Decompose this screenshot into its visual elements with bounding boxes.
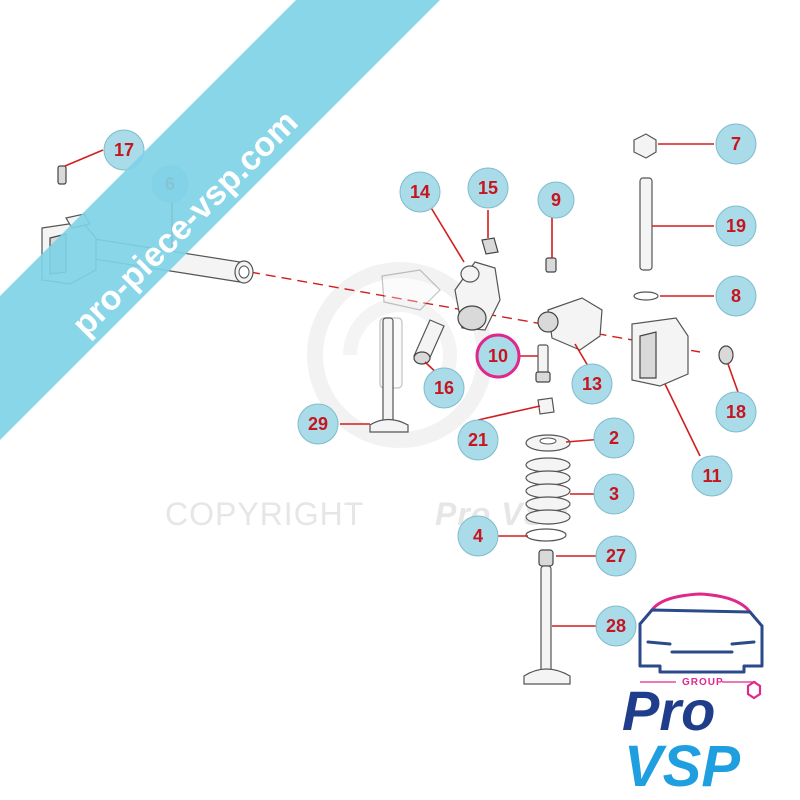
callout-number: 27 (606, 546, 626, 566)
part-rocker-arm-13 (537, 297, 603, 351)
callout-number: 2 (609, 428, 619, 448)
callout-number: 28 (606, 616, 626, 636)
copyright-watermark: COPYRIGHT (165, 496, 364, 532)
callout-7: 7 (715, 123, 757, 165)
callout-number: 15 (478, 178, 498, 198)
callout-number: 8 (731, 286, 741, 306)
callout-number: 9 (551, 190, 561, 210)
part-valve-spring (525, 457, 571, 525)
logo-hex-icon (746, 680, 762, 700)
callout-19: 19 (715, 205, 757, 247)
callout-number: 19 (726, 216, 746, 236)
callout-10: 10 (475, 333, 521, 379)
logo-group-label: GROUP (682, 677, 724, 688)
part-plug (718, 345, 734, 365)
callout-3: 3 (593, 473, 635, 515)
callout-15: 15 (467, 167, 509, 209)
logo-word-vsp: VSP (624, 734, 740, 799)
part-stud (639, 177, 653, 271)
callout-number: 16 (434, 378, 454, 398)
part-adjuster-nut (481, 237, 499, 255)
part-spring-retainer (525, 434, 571, 452)
part-washer (633, 291, 659, 301)
callout-9: 9 (537, 181, 575, 219)
callout-4: 4 (457, 515, 499, 557)
callout-2: 2 (593, 417, 635, 459)
part-9 (545, 257, 557, 273)
callout-number: 17 (114, 140, 134, 160)
callout-21: 21 (457, 419, 499, 461)
part-stem-seal (538, 549, 554, 567)
callout-number: 10 (488, 346, 508, 366)
callout-number: 4 (473, 526, 483, 546)
callout-29: 29 (297, 403, 339, 445)
callout-17: 17 (103, 129, 145, 171)
callout-28: 28 (595, 605, 637, 647)
callout-number: 11 (702, 466, 721, 486)
callout-13: 13 (571, 363, 613, 405)
website-banner: pro-piece-vsp.com (0, 0, 440, 440)
callout-number: 7 (731, 134, 741, 154)
part-intake-valve (369, 317, 409, 433)
part-valve-collets (537, 397, 555, 415)
part-right-bracket (631, 317, 689, 387)
logo-word-pro: Pro (622, 679, 715, 742)
callout-number: 21 (468, 430, 488, 450)
callout-number: 29 (308, 414, 328, 434)
callout-16: 16 (423, 367, 465, 409)
callout-27: 27 (595, 535, 637, 577)
callout-number: 3 (609, 484, 619, 504)
car-outline-icon (638, 592, 764, 674)
callout-number: 13 (582, 374, 602, 394)
part-exhaust-valve (523, 565, 571, 685)
part-spring-washer (525, 528, 567, 542)
part-16 (413, 319, 445, 365)
part-adjuster-screw (535, 344, 551, 383)
callout-11: 11 (691, 455, 733, 497)
callout-number: 14 (410, 182, 430, 202)
callout-14: 14 (399, 171, 441, 213)
callout-number: 18 (726, 402, 746, 422)
provsp-logo: GROUP Pro VSP (622, 592, 764, 799)
callout-8: 8 (715, 275, 757, 317)
callout-18: 18 (715, 391, 757, 433)
part-nut (633, 133, 657, 159)
part-rocker-arm-14 (454, 261, 501, 331)
part-pin (57, 165, 67, 185)
